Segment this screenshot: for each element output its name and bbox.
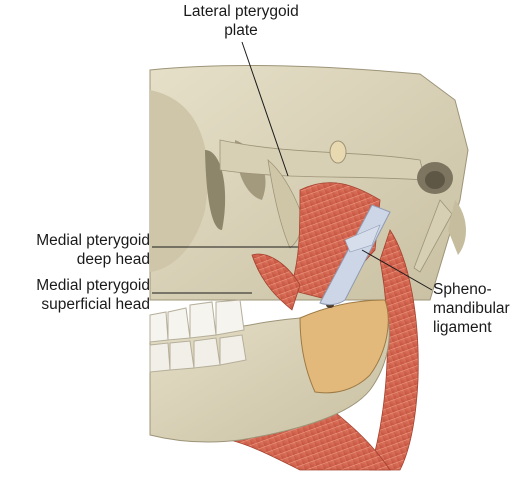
label-line: deep head xyxy=(76,251,150,268)
teeth xyxy=(149,299,247,373)
leader-line-lateral-pterygoid-plate xyxy=(241,41,289,177)
label-lateral-pterygoid-plate: Lateral pterygoid plate xyxy=(166,2,316,40)
label-line: ligament xyxy=(433,319,492,336)
label-sphenomandibular-ligament: Spheno- mandibular ligament xyxy=(433,280,516,337)
label-line: Medial pterygoid xyxy=(36,277,150,294)
label-line: superficial head xyxy=(41,296,150,313)
label-line: Lateral pterygoid xyxy=(183,3,299,20)
ramus-cut-section xyxy=(299,299,389,394)
label-medial-pterygoid-deep-head: Medial pterygoid deep head xyxy=(0,231,150,269)
label-medial-pterygoid-superficial-head: Medial pterygoid superficial head xyxy=(0,276,150,314)
label-line: Medial pterygoid xyxy=(36,232,150,249)
leader-line-sphenomandibular xyxy=(361,249,433,291)
medial-pterygoid-superficial-head xyxy=(251,253,301,311)
leader-lines xyxy=(152,41,433,294)
label-line: mandibular xyxy=(433,300,510,317)
label-line: Spheno- xyxy=(433,281,492,298)
label-line: plate xyxy=(224,22,258,39)
